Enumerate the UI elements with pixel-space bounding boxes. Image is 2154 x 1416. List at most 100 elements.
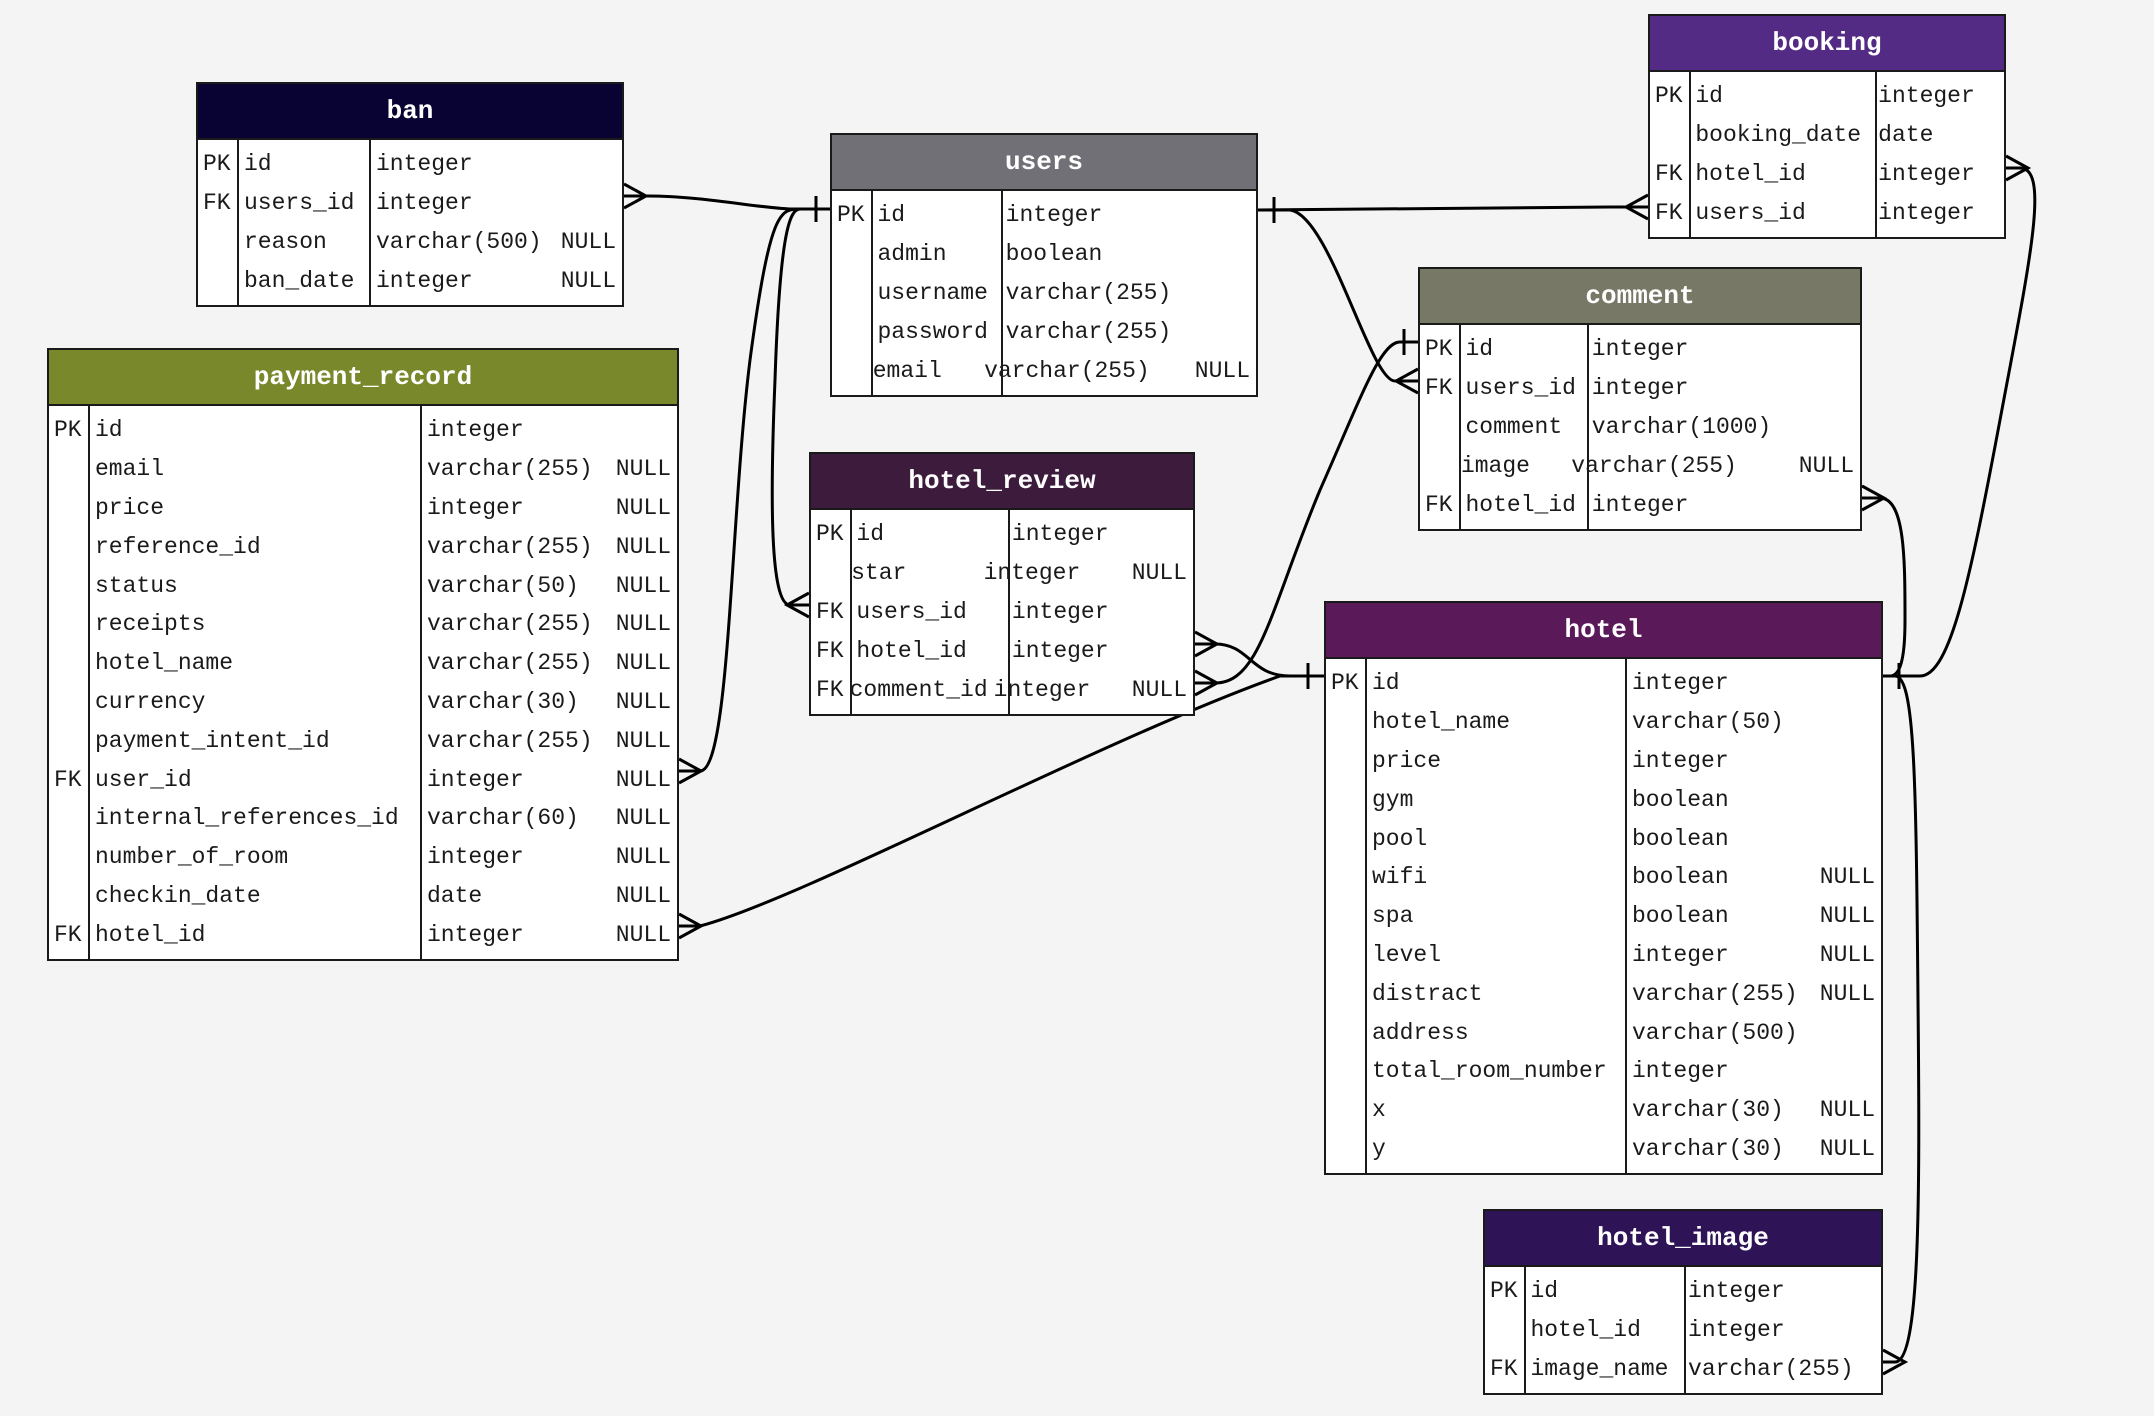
column-type: varchar(500)	[376, 228, 542, 255]
column-type: date	[1878, 122, 1934, 149]
link-image-hotel	[1882, 674, 1921, 1376]
column-name: pool	[1372, 825, 1428, 852]
column-key	[1326, 858, 1366, 897]
column-key: FK	[1490, 1355, 1518, 1382]
column-nullable: NULL	[1819, 864, 1875, 891]
column-name: user_id	[95, 766, 192, 793]
link-payment-hotel	[678, 674, 1324, 940]
column-key	[811, 554, 845, 593]
column-key	[1326, 819, 1366, 858]
column-key: PK	[816, 521, 844, 548]
column-nullable	[1998, 193, 2004, 232]
column-key: FK	[816, 676, 844, 703]
column-row-pool[interactable]: pool boolean	[1326, 819, 1881, 858]
column-key: FK	[1425, 375, 1453, 402]
column-key	[49, 799, 89, 838]
column-name: password	[877, 318, 988, 345]
link-ban-users	[623, 182, 830, 222]
column-key	[1326, 1013, 1366, 1052]
column-type: boolean	[1632, 825, 1729, 852]
column-type: varchar(255)	[427, 456, 593, 483]
column-key	[1326, 1130, 1366, 1169]
column-nullable	[1854, 485, 1860, 524]
column-type: varchar(50)	[427, 572, 579, 599]
column-key	[49, 644, 89, 683]
column-name: users_id	[244, 190, 355, 217]
column-key	[1326, 742, 1366, 781]
column-type: varchar(30)	[1632, 1135, 1784, 1162]
column-key	[1326, 780, 1366, 819]
column-type: integer	[1591, 491, 1689, 518]
column-name: internal_references_id	[95, 805, 399, 832]
column-nullable	[1998, 116, 2004, 155]
column-key: PK	[1655, 83, 1683, 110]
column-key	[49, 566, 89, 605]
column-nullable	[1250, 235, 1256, 274]
column-key	[832, 235, 871, 274]
column-nullable: NULL	[615, 533, 671, 560]
column-nullable: NULL	[615, 572, 671, 599]
